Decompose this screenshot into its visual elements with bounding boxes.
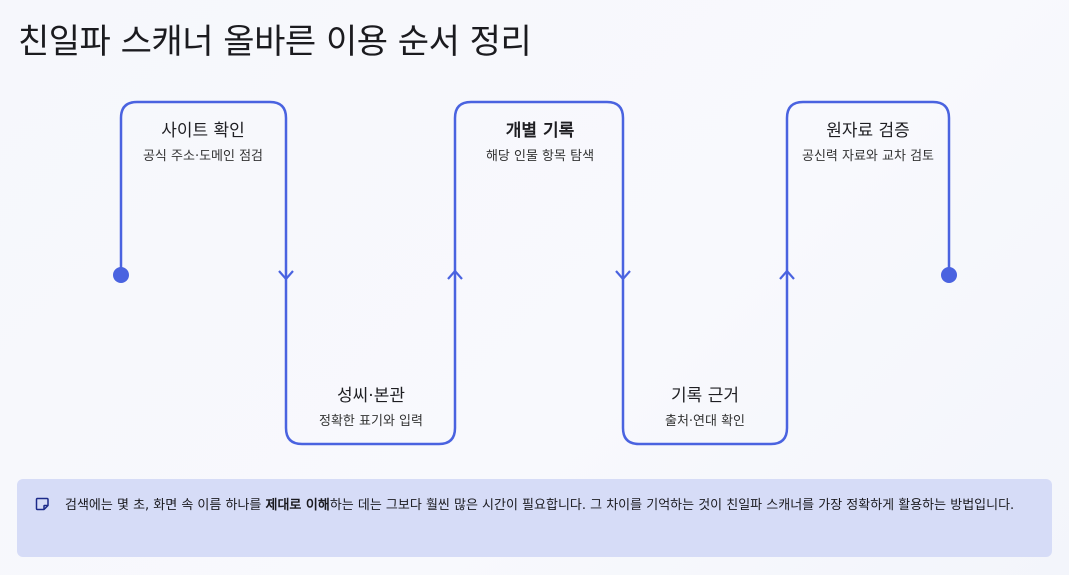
end-dot — [941, 267, 957, 283]
info-note: 검색에는 몇 초, 화면 속 이름 하나를 제대로 이해하는 데는 그보다 훨씬… — [17, 479, 1052, 557]
down-arrow-icon — [615, 270, 631, 281]
step-title: 원자료 검증 — [826, 121, 910, 141]
note-text-start: 검색에는 몇 초, 화면 속 이름 하나를 — [65, 498, 266, 513]
step-record-basis: 기록 근거 출처·연대 확인 — [637, 385, 773, 431]
step-individual-record: 개별 기록 해당 인물 항목 탐색 — [470, 120, 610, 166]
step-description: 해당 인물 항목 탐색 — [485, 149, 595, 164]
step-source-verification: 원자료 검증 공신력 자료와 교차 검토 — [802, 120, 934, 166]
step-description: 공식 주소·도메인 점검 — [142, 149, 264, 164]
note-icon — [35, 497, 49, 511]
flow-line — [119, 100, 951, 446]
note-text-end: 하는 데는 그보다 훨씬 많은 시간이 필요합니다. 그 차이를 기억하는 것이… — [329, 498, 1015, 513]
step-description: 정확한 표기와 입력 — [319, 414, 423, 429]
note-text: 검색에는 몇 초, 화면 속 이름 하나를 제대로 이해하는 데는 그보다 훨씬… — [65, 494, 1034, 517]
down-arrow-icon — [278, 270, 294, 281]
step-title: 개별 기록 — [505, 121, 575, 141]
step-description: 출처·연대 확인 — [664, 414, 746, 429]
flow-diagram — [113, 100, 957, 446]
step-description: 공신력 자료와 교차 검토 — [802, 149, 934, 164]
step-site-check: 사이트 확인 공식 주소·도메인 점검 — [138, 120, 268, 166]
step-title: 사이트 확인 — [161, 121, 245, 141]
up-arrow-icon — [447, 269, 463, 280]
note-text-emphasis: 제대로 이해 — [265, 498, 330, 513]
start-dot — [113, 267, 129, 283]
page-title: 친일파 스캐너 올바른 이용 순서 정리 — [18, 22, 532, 62]
step-title: 성씨·본관 — [337, 386, 405, 406]
step-surname: 성씨·본관 정확한 표기와 입력 — [300, 385, 442, 431]
step-title: 기록 근거 — [671, 386, 739, 406]
up-arrow-icon — [779, 269, 795, 280]
